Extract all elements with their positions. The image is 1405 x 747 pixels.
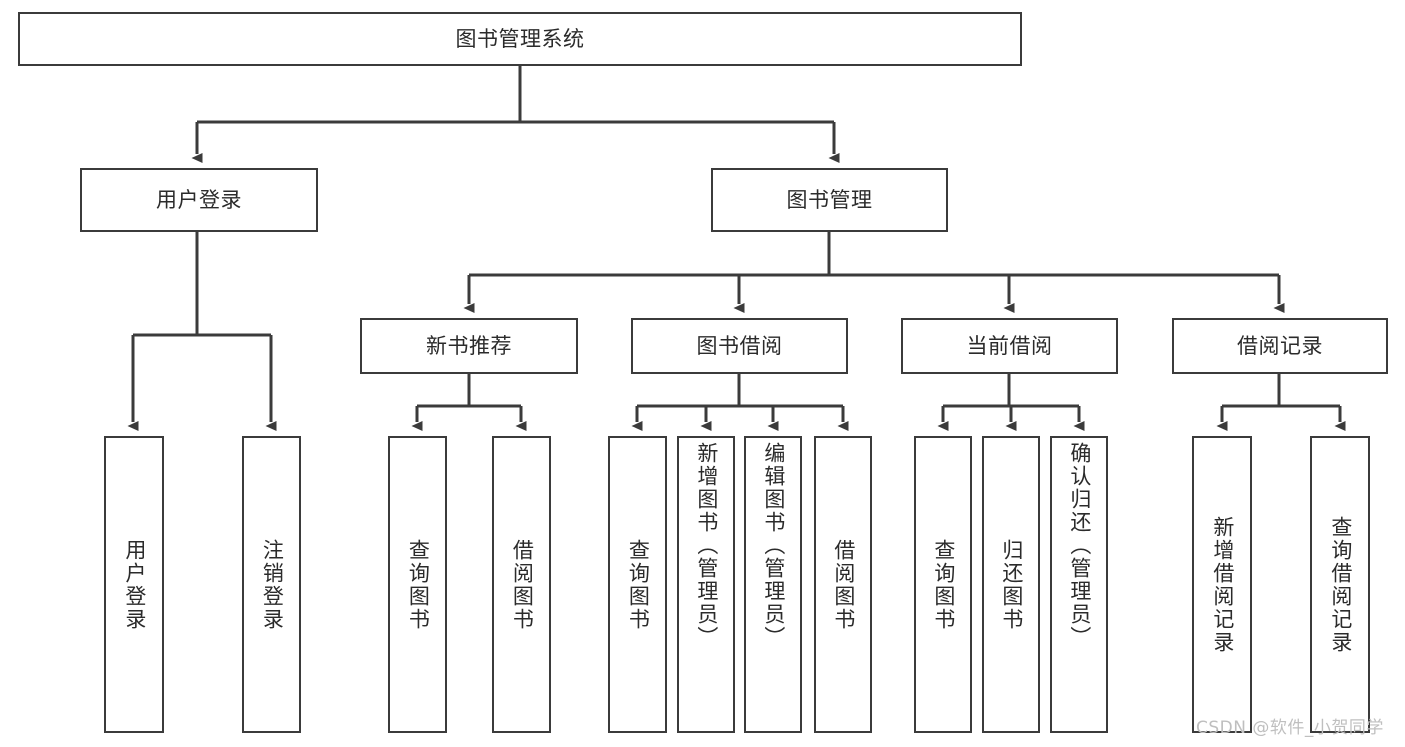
leaf-user-login-logout-label: 注销登录 [260, 538, 285, 631]
leaf-new-book-borrow-books-label: 借阅图书 [510, 538, 535, 631]
node-book-borrow-label: 图书借阅 [696, 333, 783, 358]
leaf-new-book-query-books[interactable]: 查询图书 [388, 436, 447, 733]
leaf-borrow-records-query-record-label: 查询借阅记录 [1328, 515, 1353, 654]
leaf-book-borrow-borrow-books[interactable]: 借阅图书 [814, 436, 872, 733]
leaf-current-borrow-return-books-label: 归还图书 [999, 538, 1024, 631]
leaf-book-borrow-edit-book-admin-label: 编辑图书（管理员） [761, 442, 786, 649]
node-root-library-management-system[interactable]: 图书管理系统 [18, 12, 1022, 66]
leaf-current-borrow-query-books-label: 查询图书 [931, 538, 956, 631]
leaf-book-borrow-edit-book-admin[interactable]: 编辑图书（管理员） [744, 436, 802, 733]
leaf-user-login-logout[interactable]: 注销登录 [242, 436, 301, 733]
node-root-label: 图书管理系统 [455, 26, 585, 51]
node-book-management-label: 图书管理 [786, 187, 873, 212]
node-user-login[interactable]: 用户登录 [80, 168, 318, 232]
leaf-book-borrow-borrow-books-label: 借阅图书 [831, 538, 856, 631]
node-new-book-recommendation-label: 新书推荐 [426, 333, 512, 358]
node-user-login-label: 用户登录 [156, 187, 242, 212]
node-new-book-recommendation[interactable]: 新书推荐 [360, 318, 578, 374]
leaf-new-book-borrow-books[interactable]: 借阅图书 [492, 436, 551, 733]
leaf-new-book-query-books-label: 查询图书 [406, 538, 431, 631]
leaf-user-login-login[interactable]: 用户登录 [104, 436, 164, 733]
leaf-current-borrow-query-books[interactable]: 查询图书 [914, 436, 972, 733]
leaf-user-login-login-label: 用户登录 [122, 538, 147, 631]
leaf-book-borrow-query-books[interactable]: 查询图书 [608, 436, 667, 733]
leaf-book-borrow-query-books-label: 查询图书 [626, 538, 651, 631]
leaf-book-borrow-add-book-admin-label: 新增图书（管理员） [694, 442, 719, 649]
leaf-borrow-records-add-record-label: 新增借阅记录 [1210, 515, 1235, 654]
node-borrow-records[interactable]: 借阅记录 [1172, 318, 1388, 374]
csdn-watermark: CSDN @软件_小贺同学 [1196, 718, 1384, 738]
node-book-borrow[interactable]: 图书借阅 [631, 318, 848, 374]
node-current-borrow-label: 当前借阅 [966, 333, 1053, 358]
leaf-book-borrow-add-book-admin[interactable]: 新增图书（管理员） [677, 436, 735, 733]
leaf-borrow-records-add-record[interactable]: 新增借阅记录 [1192, 436, 1252, 733]
leaf-borrow-records-query-record[interactable]: 查询借阅记录 [1310, 436, 1370, 733]
node-book-management[interactable]: 图书管理 [711, 168, 948, 232]
leaf-current-borrow-return-books[interactable]: 归还图书 [982, 436, 1040, 733]
leaf-current-borrow-confirm-return-admin[interactable]: 确认归还（管理员） [1050, 436, 1108, 733]
node-current-borrow[interactable]: 当前借阅 [901, 318, 1118, 374]
leaf-current-borrow-confirm-return-admin-label: 确认归还（管理员） [1067, 442, 1092, 649]
node-borrow-records-label: 借阅记录 [1237, 333, 1323, 358]
